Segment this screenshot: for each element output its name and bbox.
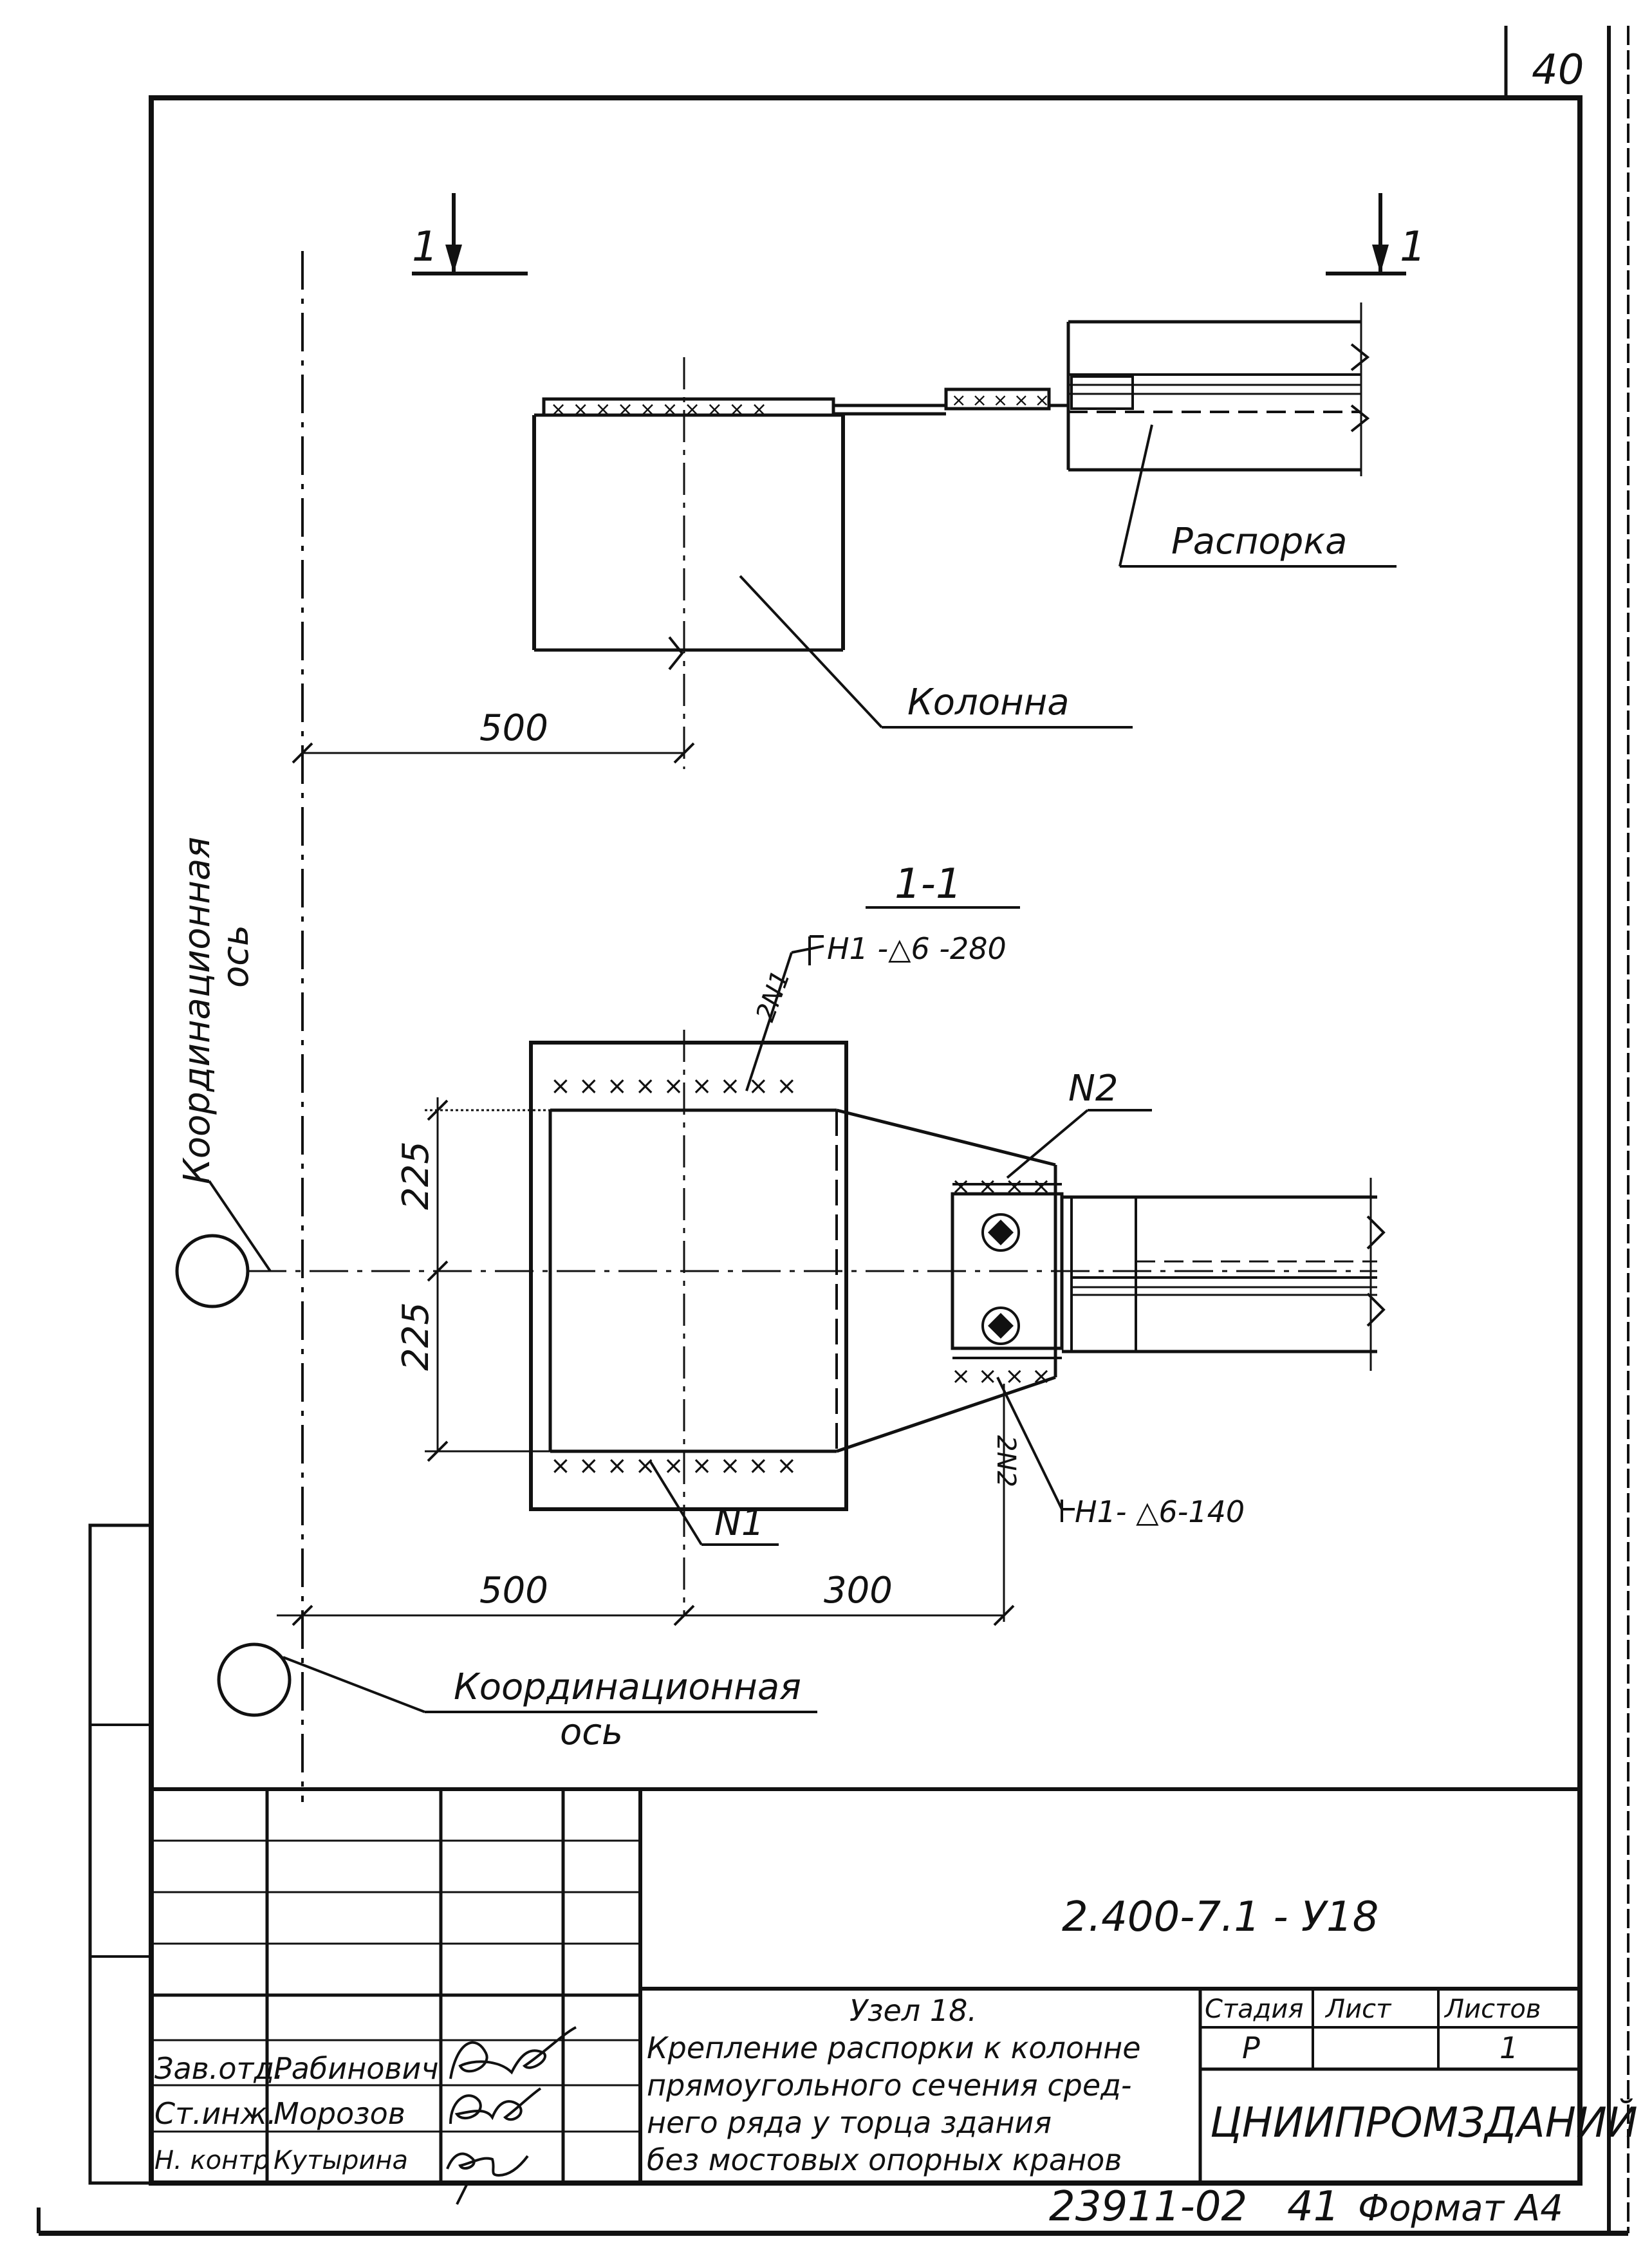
sheets-value: 1	[1499, 2031, 1518, 2065]
label-n1: N1	[714, 1502, 765, 1544]
role-senior-engineer: Ст.инж.	[154, 2096, 277, 2131]
dim-line-225	[425, 1097, 837, 1462]
doc-code: 2.400-7.1 - У18	[1062, 1893, 1378, 1941]
title-line-3: прямоугольного сечения сред-	[647, 2068, 1132, 2103]
top-view: × × × × × × × × × × × × × × ×	[292, 193, 1406, 1802]
title-block	[151, 1787, 1580, 2183]
axis-horizontal-line2: ось	[560, 1711, 623, 1753]
dim-500-bottom: 500	[479, 1570, 548, 1612]
role-norm-control: Н. контр	[154, 2146, 270, 2175]
weld-top-spec: Н1 -△6 -280	[827, 931, 1007, 966]
label-n2: N2	[1068, 1068, 1118, 1110]
axis-bubble-horizontal	[217, 1642, 292, 1717]
axis-bubble-vertical	[175, 1234, 250, 1308]
sheets-header: Листов	[1443, 1994, 1541, 2024]
axis-horizontal-line1: Координационная	[454, 1666, 801, 1708]
inventory-number: 23911-02	[1049, 2183, 1247, 2231]
section-mark-right-label: 1	[1400, 223, 1426, 271]
axis-vertical-line2: ось	[215, 925, 257, 988]
svg-text:× × × × × × × × × ×: × × × × × × × × × ×	[550, 398, 767, 421]
svg-text:× × × × ×: × × × × ×	[951, 389, 1050, 411]
signature-norm-control	[446, 2152, 529, 2205]
stage-value: Р	[1242, 2031, 1260, 2065]
signature-head-of-dept	[449, 2026, 577, 2079]
title-line-2: Крепление распорки к колонне	[647, 2031, 1141, 2065]
title-line-5: без мостовых опорных кранов	[647, 2143, 1122, 2177]
section-cut-mark-right	[1326, 193, 1406, 275]
stage-header: Стадия	[1205, 1994, 1303, 2024]
svg-text:× × × × × × × × ×: × × × × × × × × ×	[550, 1451, 797, 1480]
cap-plate: × × × × × × × × × × × × × × ×	[542, 387, 1068, 421]
weld-top-mark: 2N1	[750, 967, 796, 1026]
weld-bottom-spec: Н1- △6-140	[1075, 1494, 1245, 1529]
svg-text:× × × ×: × × × ×	[951, 1173, 1051, 1200]
strut-top-view	[1066, 302, 1370, 476]
footer-number: 41	[1287, 2183, 1339, 2231]
title-line-4: него ряда у торца здания	[647, 2105, 1052, 2140]
section-mark-left-label: 1	[412, 223, 438, 271]
svg-text:× × × × × × × × ×: × × × × × × × × ×	[550, 1072, 797, 1100]
strut-section	[1062, 1178, 1386, 1371]
name-head-of-dept: Рабинович	[274, 2051, 439, 2086]
title-line-1: Узел 18.	[849, 1993, 977, 2028]
strut-leader	[1118, 424, 1153, 567]
label-strut: Распорка	[1171, 521, 1347, 562]
signature-senior-engineer	[449, 2087, 542, 2124]
sheet-header: Лист	[1324, 1994, 1392, 2024]
dim-line-500-top	[292, 742, 695, 764]
section-view: × × × × × × × × × × × × × × × × × × × × …	[175, 935, 1386, 1717]
name-norm-control: Кутырина	[274, 2146, 408, 2175]
weld-bottom-mark: 2N2	[991, 1435, 1021, 1487]
bolt-upper	[981, 1213, 1020, 1252]
organization: ЦНИИПРОМЗДАНИЙ	[1210, 2098, 1638, 2147]
dim-line-500-300	[277, 1384, 1015, 1626]
axis-vertical-label: Координационная ось	[176, 837, 257, 1184]
column-section	[529, 1041, 848, 1511]
bolt-lower	[981, 1306, 1020, 1345]
dim-500-top: 500	[479, 707, 548, 749]
section-title: 1-1	[895, 860, 962, 908]
name-senior-engineer: Морозов	[274, 2096, 405, 2131]
axis-vertical-line1: Координационная	[176, 837, 218, 1184]
dim-225-top: 225	[395, 1141, 437, 1210]
dim-225-bottom: 225	[395, 1302, 437, 1371]
page-number: 40	[1532, 46, 1584, 94]
sheet-frame	[37, 26, 1629, 2236]
column-leader	[739, 575, 883, 729]
dim-300-bottom: 300	[824, 1570, 893, 1612]
connection-plate	[951, 1192, 1064, 1350]
format-label: Формат А4	[1358, 2188, 1563, 2229]
label-column: Колонна	[907, 682, 1070, 723]
role-head-of-dept: Зав.отд.	[154, 2051, 284, 2086]
section-cut-mark-left	[412, 193, 528, 275]
